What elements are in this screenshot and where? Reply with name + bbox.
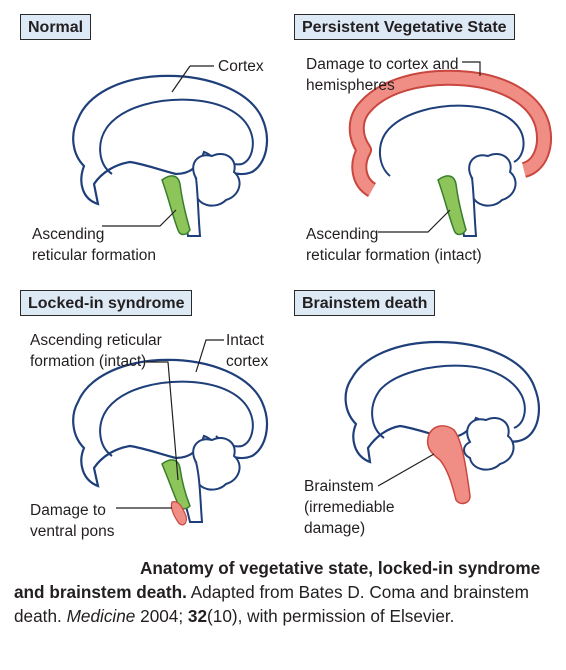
panel-title-pvs: Persistent Vegetative State xyxy=(294,14,515,40)
inner-outline xyxy=(371,364,526,439)
cortex-leader-line xyxy=(195,339,224,373)
panel-title-normal: Normal xyxy=(20,14,92,40)
caption-text-3: (10), with permission of Elsevier. xyxy=(207,606,455,626)
arf-leader-line xyxy=(378,209,451,233)
damaged-ventral-pons xyxy=(170,501,187,526)
panel-title-brainstem-death: Brainstem death xyxy=(294,290,436,316)
figure-caption: Anatomy of vegetative state, locked-in s… xyxy=(14,556,554,628)
label-ascending-reticular-formation: Ascending reticular formation xyxy=(32,226,157,264)
cerebellum xyxy=(463,417,515,471)
brain-normal-diagram xyxy=(72,65,269,237)
cortex-outline xyxy=(72,74,269,206)
panel-locked-in-syndrome: Locked-in syndrome Ascending reticular f… xyxy=(20,290,286,550)
label-damage-to-ventral-pons: Damage to ventral pons xyxy=(30,502,115,540)
panel-brainstem-death: Brainstem death Brainstem (irremediable … xyxy=(294,290,560,550)
caption-text-2: 2004; xyxy=(135,606,188,626)
caption-volume: 32 xyxy=(187,606,208,626)
caption-bold-title: Anatomy of vegetative state, locked-in s… xyxy=(14,558,541,602)
inner-outline xyxy=(99,98,254,175)
damage-leader-line xyxy=(462,61,481,76)
damaged-brainstem xyxy=(426,425,471,505)
brain-brainstem-death-diagram xyxy=(344,340,540,505)
brain-locked-in-diagram xyxy=(72,339,269,526)
brainstem-leader-line xyxy=(377,453,435,487)
panel-title-locked-in: Locked-in syndrome xyxy=(20,290,193,316)
reticular-formation xyxy=(437,175,467,236)
caption-journal: Medicine xyxy=(66,606,136,626)
arf-leader-line xyxy=(146,361,179,481)
reticular-formation xyxy=(161,175,191,236)
damaged-cortex-fill xyxy=(350,71,550,196)
cortex-outline xyxy=(72,358,269,488)
label-ascending-reticular-formation-intact: Ascending reticular formation (intact) xyxy=(30,332,162,370)
brain-pvs-diagram xyxy=(348,61,552,237)
panel-normal: Normal Cortex Ascending reticular format… xyxy=(20,14,286,274)
label-intact-cortex: Intact cortex xyxy=(226,332,269,370)
label-damage-to-cortex: Damage to cortex and hemispheres xyxy=(306,56,459,94)
label-brainstem-irremediable-damage: Brainstem (irremediable damage) xyxy=(304,478,395,537)
cortex-leader-line xyxy=(171,65,191,93)
inner-outline xyxy=(379,104,525,177)
caption-text-1: Adapted from Bates D. Coma and brainstem… xyxy=(14,582,529,626)
label-ascending-reticular-formation-intact: Ascending reticular formation (intact) xyxy=(306,226,482,264)
panel-persistent-vegetative-state: Persistent Vegetative State Damage to co… xyxy=(294,14,560,274)
inner-outline xyxy=(99,380,254,457)
label-cortex: Cortex xyxy=(218,58,264,75)
arf-leader-line xyxy=(102,209,177,227)
